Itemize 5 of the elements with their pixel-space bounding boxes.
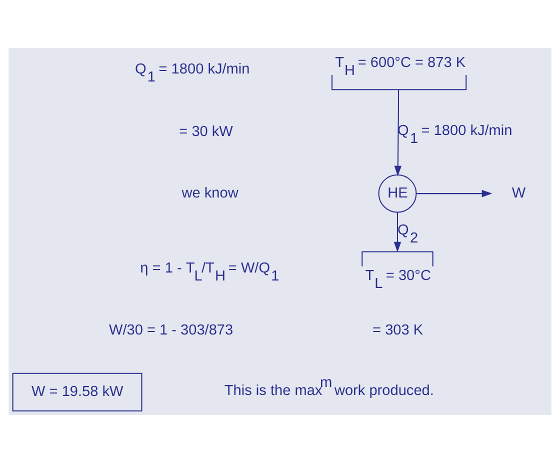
label: W/30 = 1 - 303/873 (108, 322, 234, 339)
node-text: W (512, 185, 526, 202)
label: = 30 kW (179, 124, 233, 140)
label: we know (182, 185, 238, 202)
node-label: = 303 K (372, 322, 424, 339)
